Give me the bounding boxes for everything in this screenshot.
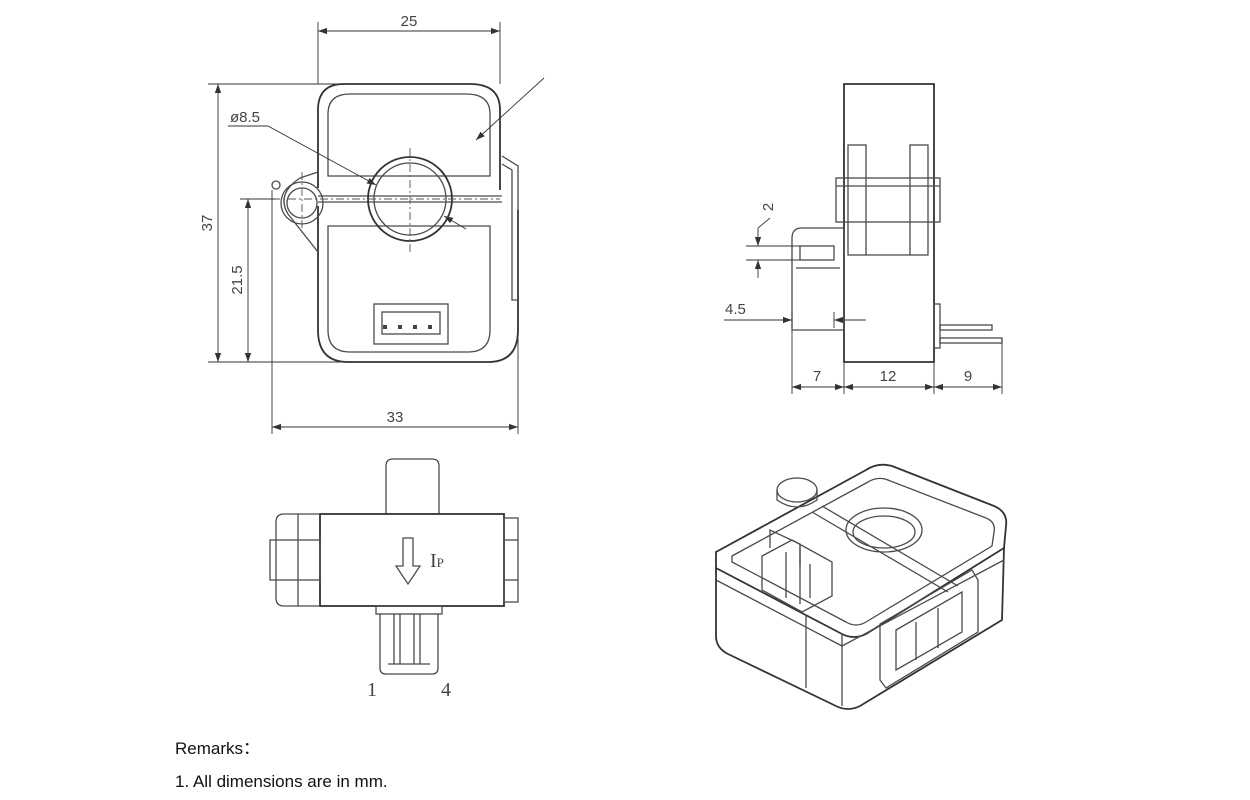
dim-diameter: ø8.5 xyxy=(230,109,260,126)
front-view: 25 ø8.5 37 21.5 33 xyxy=(199,13,545,434)
dim-width-overall: 33 xyxy=(387,409,404,426)
isometric-view xyxy=(715,463,1008,710)
dim-height-total: 37 xyxy=(199,215,216,232)
current-label: IP xyxy=(430,550,444,572)
pin-label-first: 1 xyxy=(367,679,377,701)
dim-slot-height: 2 xyxy=(760,203,777,211)
dim-width-top: 25 xyxy=(401,13,418,30)
dim-height-center: 21.5 xyxy=(229,265,246,294)
side-view: 2 4.5 7 12 9 xyxy=(724,83,1003,394)
bottom-view: IP 1 4 xyxy=(269,458,519,701)
dim-side-right: 9 xyxy=(964,368,972,385)
dim-side-left: 7 xyxy=(813,368,821,385)
remarks-heading: Remarks： xyxy=(175,739,261,758)
remarks-section: Remarks： 1. All dimensions are in mm. xyxy=(175,732,388,798)
dim-side-mid: 12 xyxy=(880,368,897,385)
remarks-note: 1. All dimensions are in mm. xyxy=(175,772,388,791)
dim-pin-offset: 4.5 xyxy=(725,301,746,318)
pin-label-last: 4 xyxy=(441,679,451,701)
